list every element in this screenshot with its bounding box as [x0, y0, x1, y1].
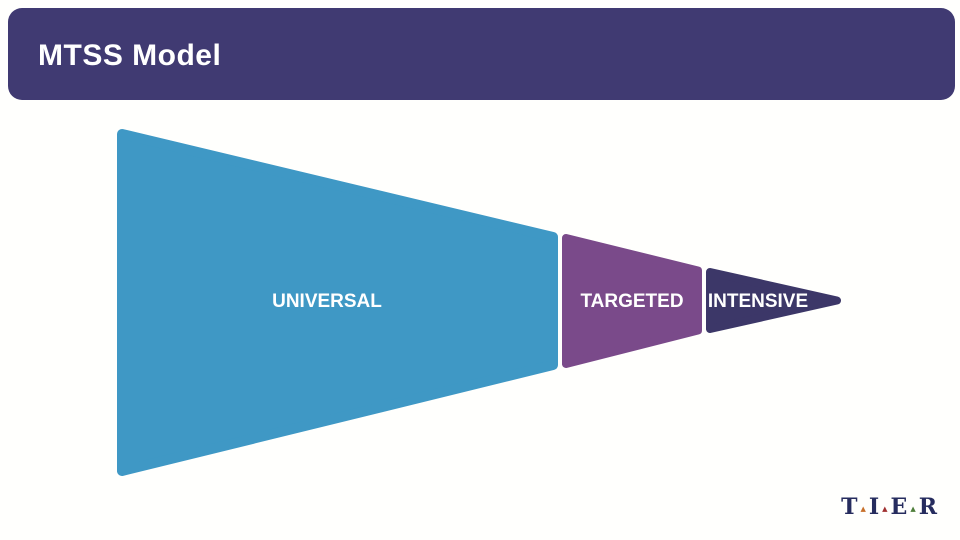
logo-letter-e: E [890, 494, 908, 520]
funnel-segment-intensive [706, 268, 841, 333]
tier-logo: T ▲ I ▲ E ▲ R [841, 496, 937, 518]
funnel-label-intensive: INTENSIVE [708, 291, 808, 312]
funnel-segment-universal [117, 129, 558, 476]
logo-letter-r: R [918, 494, 937, 520]
triangle-separator-icon: ▲ [910, 504, 916, 513]
funnel-label-universal: UNIVERSAL [272, 291, 382, 312]
page-title: MTSS Model [38, 39, 222, 72]
logo-letter-i: I [868, 494, 880, 520]
slide-header: MTSS Model [8, 8, 955, 100]
funnel-label-targeted: TARGETED [580, 291, 683, 312]
triangle-separator-icon: ▲ [882, 504, 888, 513]
logo-letter-t: T [841, 494, 858, 520]
funnel-segment-targeted [562, 234, 702, 368]
triangle-separator-icon: ▲ [860, 504, 866, 513]
